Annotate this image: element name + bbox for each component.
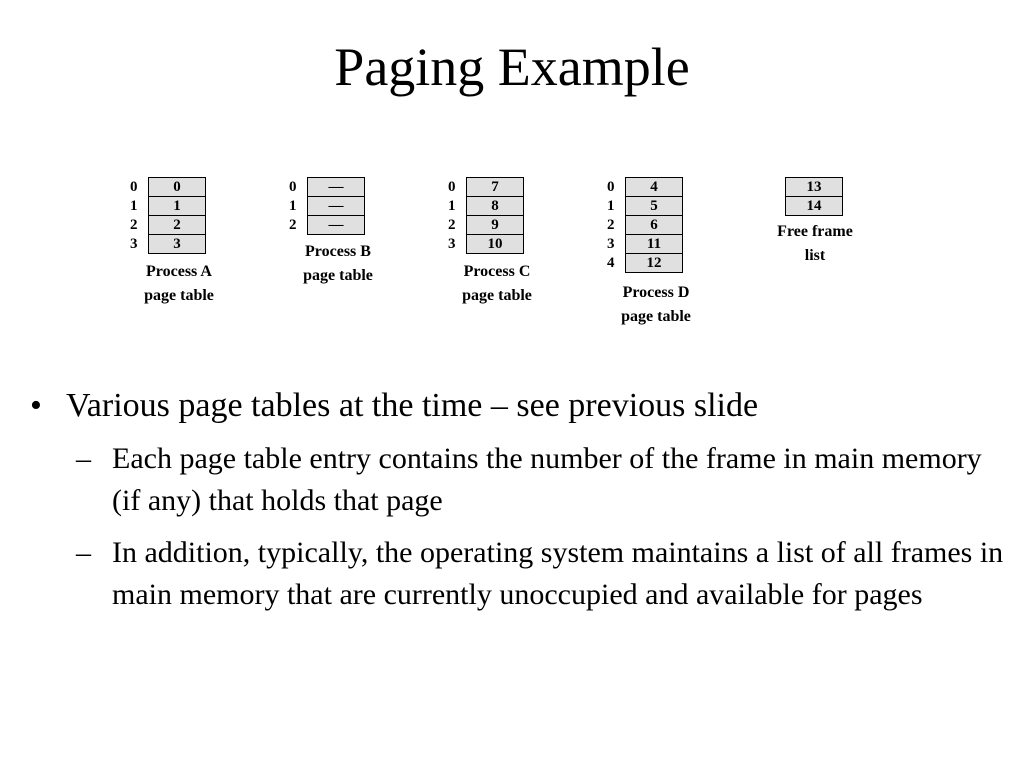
page-index: 2 [130, 217, 138, 233]
table-label-line: Process B [305, 243, 371, 260]
page-index: 0 [448, 179, 456, 195]
main-bullet: • Various page tables at the time – see … [30, 384, 1010, 428]
process-a-page-table: 0 0 1 1 2 2 3 3 [130, 177, 210, 257]
page-index: 1 [289, 198, 297, 214]
frame-cell: 10 [466, 233, 524, 254]
table-row: 3 11 [607, 233, 683, 254]
page-index: 3 [130, 236, 138, 252]
process-c-label: Process C page table [437, 260, 557, 308]
process-d-label: Process D page table [596, 281, 716, 329]
frame-cell: 9 [466, 214, 524, 235]
frame-cell: 6 [625, 214, 683, 235]
table-row: 14 [785, 195, 843, 216]
table-row: 2 2 [130, 214, 206, 235]
frame-cell: 1 [148, 195, 206, 216]
table-row: 3 10 [448, 233, 524, 254]
page-index: 4 [607, 255, 615, 271]
sub-bullet-dash: – [76, 536, 91, 569]
table-row: 1 — [289, 195, 365, 216]
page-index: 2 [448, 217, 456, 233]
free-frame-list-table: 13 14 [785, 177, 843, 217]
frame-cell: — [307, 195, 365, 216]
table-label-line: Process D [622, 284, 690, 301]
page-index: 0 [130, 179, 138, 195]
table-row: 0 0 [130, 177, 206, 197]
frame-cell: 13 [785, 177, 843, 197]
table-label-line: list [804, 247, 826, 264]
table-row: 0 — [289, 177, 365, 197]
sub-bullet-text: Each page table entry contains the numbe… [112, 442, 982, 517]
table-row: 3 3 [130, 233, 206, 254]
table-row: 0 4 [607, 177, 683, 197]
sub-bullet: – Each page table entry contains the num… [30, 438, 1010, 522]
frame-cell: 5 [625, 195, 683, 216]
page-index: 1 [448, 198, 456, 214]
table-label-line: page table [303, 267, 373, 284]
sub-bullet: – In addition, typically, the operating … [30, 532, 1010, 616]
bullet-list: • Various page tables at the time – see … [30, 384, 1010, 616]
slide-title: Paging Example [334, 37, 690, 97]
frame-cell: — [307, 214, 365, 235]
sub-bullet-dash: – [76, 442, 91, 475]
process-d-page-table: 0 4 1 5 2 6 3 11 4 12 [607, 177, 687, 277]
table-row: 1 1 [130, 195, 206, 216]
page-index: 2 [607, 217, 615, 233]
frame-cell: 0 [148, 177, 206, 197]
frame-cell: 3 [148, 233, 206, 254]
table-row: 13 [785, 177, 843, 197]
table-row: 1 8 [448, 195, 524, 216]
frame-cell: 11 [625, 233, 683, 254]
frame-cell: 8 [466, 195, 524, 216]
table-label-line: Process A [146, 263, 212, 280]
frame-cell: 2 [148, 214, 206, 235]
sub-bullet-text: In addition, typically, the operating sy… [112, 536, 1004, 611]
table-row: 2 — [289, 214, 365, 235]
page-index: 0 [607, 179, 615, 195]
page-index: 2 [289, 217, 297, 233]
bullet-dot: • [30, 387, 42, 424]
table-row: 2 9 [448, 214, 524, 235]
page-index: 3 [448, 236, 456, 252]
frame-cell: 14 [785, 195, 843, 216]
table-row: 0 7 [448, 177, 524, 197]
table-label-line: Free frame [777, 223, 853, 240]
frame-cell: 4 [625, 177, 683, 197]
frame-cell: 12 [625, 252, 683, 273]
page-index: 1 [130, 198, 138, 214]
table-row: 1 5 [607, 195, 683, 216]
table-label-line: page table [621, 308, 691, 325]
table-label-line: Process C [463, 263, 531, 280]
main-bullet-text: Various page tables at the time – see pr… [66, 387, 759, 424]
page-index: 1 [607, 198, 615, 214]
table-row: 2 6 [607, 214, 683, 235]
free-frame-list-label: Free frame list [755, 220, 875, 268]
table-label-line: page table [144, 287, 214, 304]
page-index: 0 [289, 179, 297, 195]
table-label-line: page table [462, 287, 532, 304]
frame-cell: — [307, 177, 365, 197]
process-b-label: Process B page table [278, 240, 398, 288]
table-row: 4 12 [607, 252, 683, 273]
process-a-label: Process A page table [119, 260, 239, 308]
process-b-page-table: 0 — 1 — 2 — [289, 177, 369, 237]
process-c-page-table: 0 7 1 8 2 9 3 10 [448, 177, 528, 257]
frame-cell: 7 [466, 177, 524, 197]
page-index: 3 [607, 236, 615, 252]
